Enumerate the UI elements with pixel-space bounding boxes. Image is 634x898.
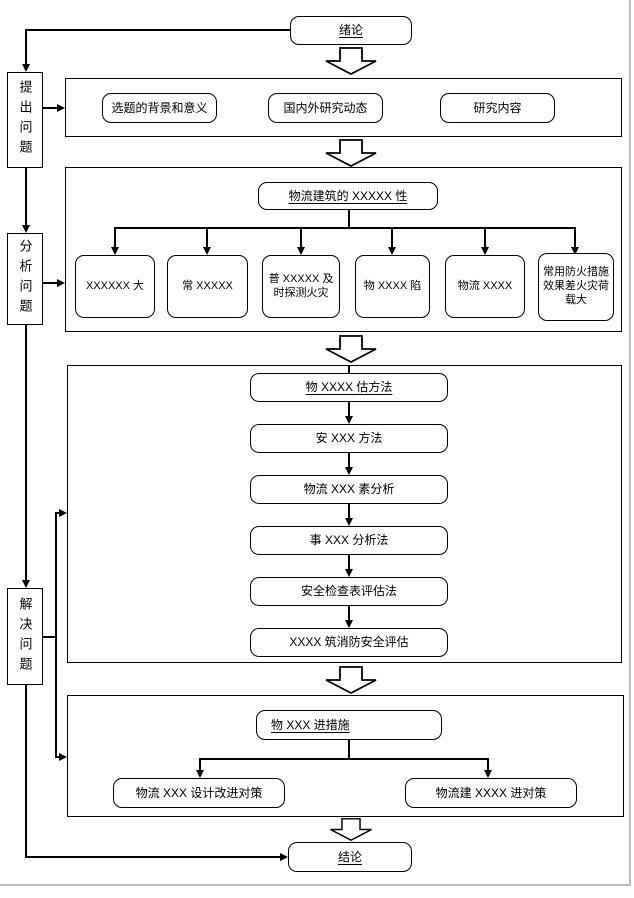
flow-node-cause-4: 物 XXXX 陷 — [355, 255, 430, 318]
connector-line — [484, 227, 486, 247]
flow-node-background: 选题的背景和意义 — [102, 93, 217, 123]
flow-node-cause-1: XXXXXX 大 — [75, 255, 155, 318]
flow-node-research-content: 研究内容 — [440, 93, 555, 123]
arrowhead-down-icon — [297, 247, 305, 255]
arrowhead-down-icon — [345, 569, 353, 577]
intro-node: 绪论 — [290, 16, 412, 45]
flow-node-cause-5: 物流 XXXX — [445, 255, 525, 318]
arrowhead-down-icon — [345, 416, 353, 424]
connector-line — [199, 758, 489, 760]
connector-line — [348, 504, 350, 519]
block-arrow-down-icon — [325, 335, 377, 363]
flow-node-section4-header: 物 XXX 进措施 — [256, 710, 442, 740]
arrowhead-down-icon — [111, 247, 119, 255]
connector-line — [199, 758, 201, 771]
block-arrow-down-icon — [325, 139, 377, 167]
side-label-text: 分析问题 — [17, 239, 33, 319]
connector-line — [25, 685, 27, 857]
connector-line — [43, 636, 57, 638]
connector-line — [391, 227, 393, 247]
block-arrow-down-icon — [330, 818, 372, 841]
flow-node-method-1: 物 XXXX 估方法 — [250, 373, 448, 402]
flow-node-method-3: 物流 XXX 素分析 — [250, 475, 448, 504]
connector-line — [348, 453, 350, 468]
arrowhead-down-icon — [196, 770, 204, 778]
connector-line — [25, 29, 290, 31]
connector-line — [55, 512, 61, 514]
flow-node-cause-6: 常用防火措施效果差火灾荷载大 — [538, 253, 614, 321]
connector-line — [43, 282, 58, 284]
arrowhead-down-icon — [203, 247, 211, 255]
connector-line — [348, 606, 350, 621]
flow-node-cause-3: 普 XXXXX 及时探测火灾 — [262, 255, 340, 318]
connector-line — [55, 756, 61, 758]
connector-line — [114, 227, 116, 247]
connector-line — [300, 227, 302, 247]
connector-line — [348, 210, 350, 228]
arrowhead-down-icon — [388, 247, 396, 255]
flow-node-method-5: 安全检查表评估法 — [250, 577, 448, 606]
flow-node-cause-2: 常 XXXXX — [167, 255, 248, 318]
side-label-solve-problem: 解决问题 — [7, 588, 43, 685]
connector-line — [574, 227, 576, 247]
conclusion-node: 结论 — [288, 842, 412, 872]
connector-line — [348, 365, 350, 374]
connector-line — [25, 168, 27, 225]
connector-line — [25, 856, 281, 858]
arrowhead-down-icon — [345, 620, 353, 628]
arrowhead-right-icon — [59, 753, 67, 761]
arrowhead-down-icon — [22, 225, 30, 233]
connector-line — [348, 402, 350, 417]
connector-line — [55, 512, 57, 758]
arrowhead-down-icon — [22, 580, 30, 588]
arrowhead-down-icon — [484, 770, 492, 778]
connector-line — [114, 227, 575, 229]
flow-node-section2-header: 物流建筑的 XXXXX 性 — [258, 182, 438, 210]
flow-node-method-2: 安 XXX 方法 — [250, 424, 448, 453]
flow-node-method-4: 事 XXX 分析法 — [250, 526, 448, 555]
connector-line — [25, 325, 27, 580]
flow-node-measure-2: 物流建 XXXX 进对策 — [405, 778, 577, 808]
page-edge-bottom — [0, 884, 631, 886]
side-label-raise-problem: 提出问题 — [7, 72, 43, 168]
connector-line — [348, 555, 350, 570]
connector-line — [487, 758, 489, 771]
flow-node-method-6: XXXX 筑消防安全评估 — [250, 628, 448, 657]
block-arrow-down-icon — [325, 666, 377, 694]
page-edge-right — [629, 0, 631, 886]
arrowhead-right-icon — [280, 853, 288, 861]
connector-line — [206, 227, 208, 247]
arrowhead-right-icon — [59, 509, 67, 517]
arrowhead-down-icon — [345, 467, 353, 475]
side-label-text: 提出问题 — [17, 80, 33, 160]
arrowhead-down-icon — [481, 247, 489, 255]
arrowhead-down-icon — [571, 247, 579, 255]
section-methods-container — [67, 365, 622, 663]
connector-line — [348, 740, 350, 759]
side-label-analyze-problem: 分析问题 — [7, 233, 43, 325]
side-label-text: 解决问题 — [17, 596, 33, 677]
arrowhead-right-icon — [57, 104, 65, 112]
arrowhead-down-icon — [345, 518, 353, 526]
arrowhead-right-icon — [57, 279, 65, 287]
flow-node-measure-1: 物流 XXX 设计改进对策 — [113, 778, 285, 808]
connector-line — [43, 107, 58, 109]
block-arrow-down-icon — [325, 47, 377, 75]
arrowhead-down-icon — [22, 64, 30, 72]
connector-line — [25, 29, 27, 65]
flow-node-research-trends: 国内外研究动态 — [268, 93, 383, 123]
